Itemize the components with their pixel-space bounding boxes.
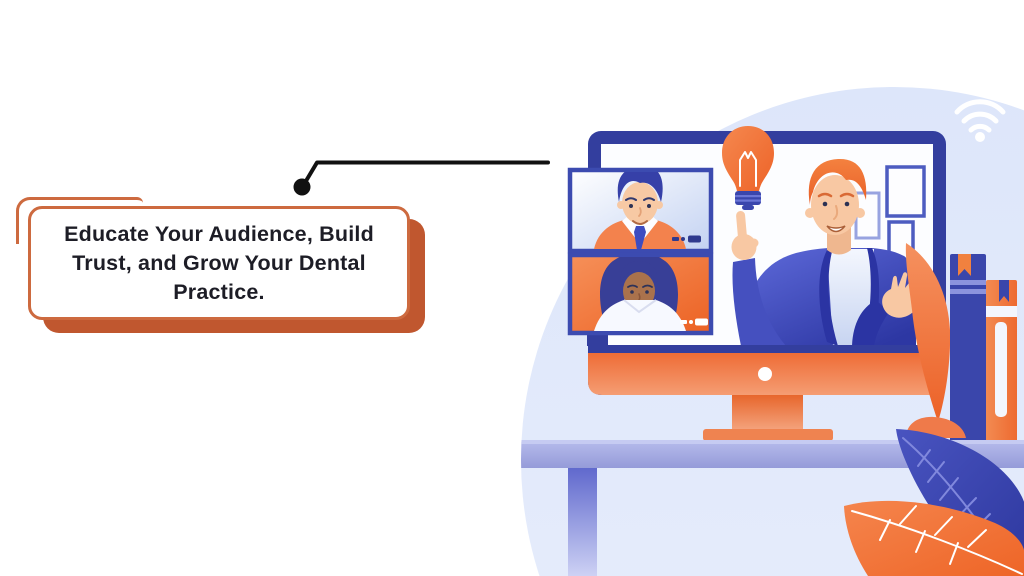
video-call-windows <box>567 167 714 346</box>
video-controls-icons <box>672 235 701 243</box>
presenter-face <box>811 175 859 235</box>
book-blue-bookmark <box>958 254 971 276</box>
presenter-eye-left <box>822 201 828 207</box>
video-controls-icons <box>680 318 708 326</box>
presenter-lapel-left <box>819 248 838 345</box>
book-orange-bookmark <box>999 280 1009 302</box>
book-blue-stripe <box>950 289 986 294</box>
wifi-icon <box>954 99 1006 142</box>
wall-frames <box>854 165 926 262</box>
wall-frame-large <box>885 165 926 218</box>
presenter <box>731 158 919 345</box>
lightbulb-icon <box>722 126 774 210</box>
presenter-fist <box>731 234 757 260</box>
presenter-eyebrows <box>817 192 855 198</box>
callout-corner-accent <box>16 197 143 244</box>
presenter-mouth <box>826 225 846 233</box>
stand-base <box>703 429 833 441</box>
callout-text-line: Practice. <box>173 279 265 304</box>
presenter-right-cuff <box>852 300 889 345</box>
desk-leg <box>568 468 597 576</box>
book-orange-slot <box>995 322 1007 417</box>
monitor-camera-dot <box>758 367 772 381</box>
presenter-thumb <box>749 238 759 248</box>
book-blue-stripe <box>950 280 986 285</box>
callout-card: Educate Your Audience, Build Trust, and … <box>28 206 410 320</box>
monitor-stand <box>703 395 833 441</box>
video-window-1 <box>567 167 714 254</box>
window-tab-bottom <box>587 333 608 346</box>
avatar-woman <box>594 257 686 331</box>
presenter-eye-right <box>844 201 850 207</box>
connector-dot <box>293 178 311 196</box>
leaf-orange <box>844 500 1024 576</box>
callout-text-line: Trust, and Grow Your Dental <box>72 250 366 275</box>
avatar-man <box>594 172 686 249</box>
books <box>950 254 1017 445</box>
connector-line <box>293 160 550 196</box>
presenter-hair <box>808 158 867 205</box>
book-blue <box>950 254 986 444</box>
presenter-nose <box>833 205 839 220</box>
desk-top-highlight <box>521 440 1024 444</box>
stand-neck <box>732 395 803 430</box>
presenter-raised-sleeve <box>732 258 786 345</box>
callout-text-line: Educate Your Audience, Build <box>64 221 374 246</box>
book-orange-band <box>986 306 1017 317</box>
video-window-2 <box>567 252 714 336</box>
presenter-index-finger <box>736 210 747 241</box>
plant-leaves <box>844 429 1024 576</box>
